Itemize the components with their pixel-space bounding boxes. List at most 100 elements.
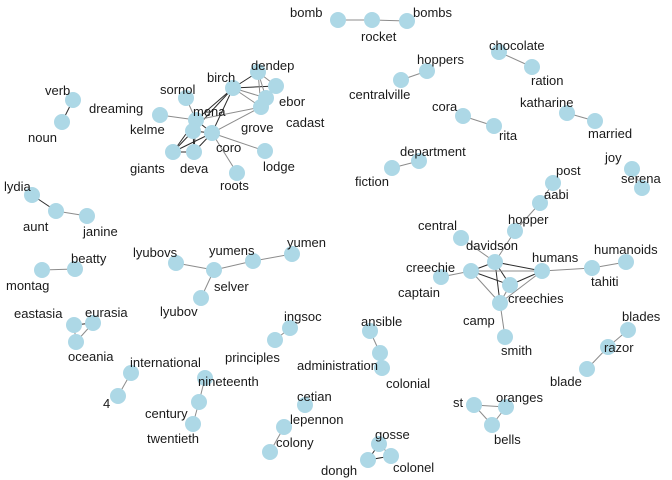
node-label-creechies: creechies [508, 291, 564, 306]
node-label-colonel: colonel [393, 460, 434, 475]
node-label-cadast: cadast [286, 115, 325, 130]
node-label-eastasia: eastasia [14, 306, 63, 321]
node-label-dongh: dongh [321, 463, 357, 478]
node-fiction [384, 160, 400, 176]
node-post [545, 175, 561, 191]
node-colony [262, 444, 278, 460]
node-centralville [393, 72, 409, 88]
node-deva [186, 144, 202, 160]
node-label-bells: bells [494, 432, 521, 447]
node-label-roots: roots [220, 178, 249, 193]
node-janine [79, 208, 95, 224]
node-label-lyubov: lyubov [160, 304, 198, 319]
node-label-coro: coro [216, 140, 241, 155]
node-rita [486, 118, 502, 134]
edge-birch-mena [195, 87, 234, 121]
node-label-fiction: fiction [355, 174, 389, 189]
node-razor [600, 339, 616, 355]
node-label-dendep: dendep [251, 58, 294, 73]
node-label-humans: humans [532, 250, 579, 265]
node-label-grove: grove [241, 120, 274, 135]
node-label-cora: cora [432, 99, 458, 114]
node-bombs [399, 13, 415, 29]
node-principles [267, 332, 283, 348]
edge-humans-tahiti [541, 267, 593, 272]
node-eastasia [66, 317, 82, 333]
node-label-ingsoc: ingsoc [284, 309, 322, 324]
node-married [587, 113, 603, 129]
node-label-4: 4 [103, 396, 110, 411]
node-label-birch: birch [207, 70, 235, 85]
node-roots [229, 165, 245, 181]
node-eurasia [85, 315, 101, 331]
node-label-noun: noun [28, 130, 57, 145]
node-international [123, 365, 139, 381]
node-dendep [250, 64, 266, 80]
node-label-twentieth: twentieth [147, 431, 199, 446]
node-ebor [268, 78, 284, 94]
node-lyubov [193, 290, 209, 306]
node-label-century: century [145, 406, 188, 421]
node-label-camp: camp [463, 313, 495, 328]
node-label-post: post [556, 163, 581, 178]
node-giants [165, 144, 181, 160]
node-label-principles: principles [225, 350, 280, 365]
node-label-hoppers: hoppers [417, 52, 464, 67]
node-rocket [364, 12, 380, 28]
node-century [191, 394, 207, 410]
node-noun [54, 114, 70, 130]
node-label-aabi: aabi [544, 187, 569, 202]
node-label-hopper: hopper [508, 212, 549, 227]
node-humanoids [618, 254, 634, 270]
node-colonial [374, 360, 390, 376]
node-bomb [330, 12, 346, 28]
node-department [411, 153, 427, 169]
node-label-beatty: beatty [71, 251, 107, 266]
node-camp [492, 295, 508, 311]
node-lydia [24, 187, 40, 203]
node-hoppers [419, 63, 435, 79]
node-gosse [371, 436, 387, 452]
node-ingsoc [282, 320, 298, 336]
node-label-tahiti: tahiti [591, 274, 619, 289]
node-lyubovs [168, 255, 184, 271]
node-label-yumens: yumens [209, 243, 255, 258]
node-label-married: married [588, 126, 632, 141]
node-label-humanoids: humanoids [594, 242, 658, 257]
node-smith [497, 329, 513, 345]
edge-coro-lodge [211, 132, 266, 152]
node-captain [433, 269, 449, 285]
node-creechies [502, 277, 518, 293]
node-label-bombs: bombs [413, 5, 453, 20]
node-bells [484, 417, 500, 433]
node-label-oranges: oranges [496, 390, 543, 405]
node-label-blade: blade [550, 374, 582, 389]
node-ansible [362, 323, 378, 339]
node-label-nineteenth: nineteenth [198, 374, 259, 389]
node-label-sornol: sornol [160, 82, 196, 97]
node-chocolate [491, 44, 507, 60]
node-label-gosse: gosse [375, 427, 410, 442]
node-label-aunt: aunt [23, 219, 49, 234]
edge-coro-grove [211, 106, 262, 134]
node-label-colony: colony [276, 435, 314, 450]
edge-birch-coro [211, 87, 234, 134]
node-label-creechie: creechie [406, 260, 455, 275]
node-central [453, 230, 469, 246]
node-colonel [383, 448, 399, 464]
node-blades [620, 322, 636, 338]
node-label-janine: janine [82, 224, 118, 239]
node-twentieth [185, 416, 201, 432]
node-label-department: department [400, 144, 466, 159]
node-layer [24, 12, 650, 468]
node-label-ebor: ebor [279, 94, 306, 109]
label-layer: bombrocketbombschocolaterationhopperscen… [4, 5, 662, 478]
node-4 [110, 388, 126, 404]
node-humans [534, 263, 550, 279]
node-yumens [245, 253, 261, 269]
node-label-ration: ration [531, 73, 564, 88]
node-label-smith: smith [501, 343, 532, 358]
node-serena [634, 180, 650, 196]
node-oranges [498, 399, 514, 415]
